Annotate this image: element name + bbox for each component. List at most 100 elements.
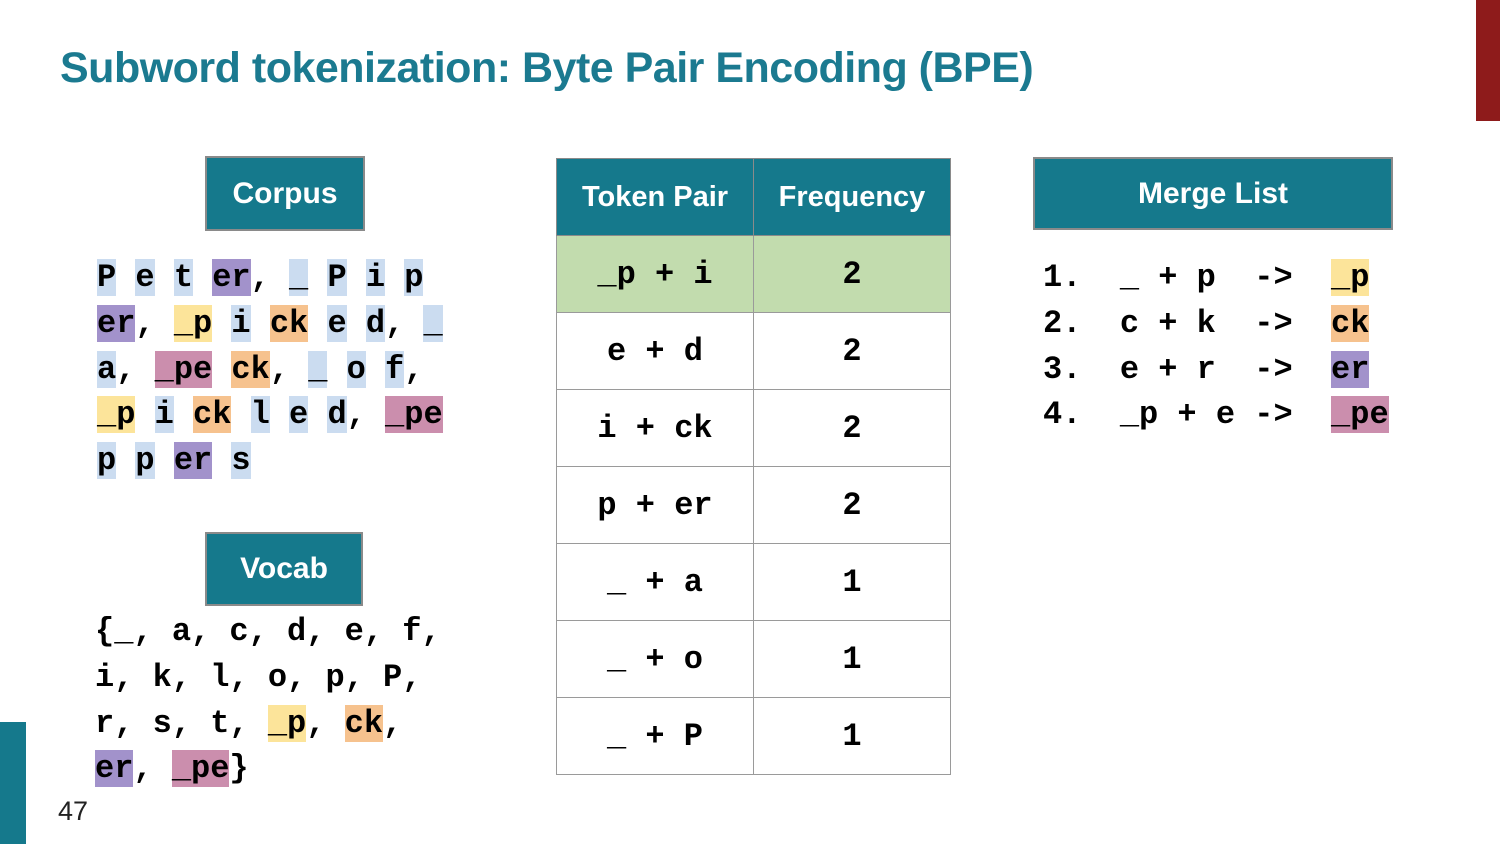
frequency-cell: 1: [753, 620, 951, 698]
token-line: er, _p i ck e d, _: [97, 301, 443, 347]
token-text: [212, 442, 231, 479]
token-text: [308, 396, 327, 433]
token-text: [327, 351, 346, 388]
token-highlight-blue: P: [97, 259, 117, 296]
token-highlight-blue: _: [308, 350, 328, 388]
token-text: {_, a, c, d, e, f,: [95, 613, 441, 650]
token-pair-cell: _p + i: [556, 235, 754, 313]
token-highlight-blue: e: [135, 259, 155, 296]
token-text: [212, 305, 231, 342]
token-line: er, _pe}: [95, 746, 441, 792]
token-highlight-pink: _pe: [1331, 396, 1389, 434]
token-line: P e t er, _ P i p: [97, 255, 443, 301]
token-text: ,: [250, 259, 290, 296]
token-pair-cell: _ + P: [556, 697, 754, 775]
merge-list-label-text: Merge List: [1137, 176, 1289, 210]
token-pair-cell: p + er: [556, 466, 754, 544]
token-line: 1. _ + p -> _p: [1043, 255, 1389, 301]
token-line: i, k, l, o, p, P,: [95, 655, 441, 701]
token-text: 3. e + r ->: [1043, 350, 1332, 388]
token-text: ,: [116, 350, 155, 388]
token-highlight-blue: p: [97, 442, 117, 479]
token-highlight-blue: f: [385, 350, 405, 388]
token-highlight-yellow: _p: [173, 304, 213, 342]
token-highlight-orange: ck: [269, 304, 309, 342]
token-text: ,: [306, 704, 345, 742]
token-highlight-blue: o: [346, 350, 366, 388]
frequency-cell: 2: [753, 312, 951, 390]
token-text: 4. _p + e ->: [1043, 396, 1332, 434]
token-highlight-blue: d: [365, 304, 386, 342]
token-highlight-purple: er: [212, 259, 251, 296]
corpus-label-text: Corpus: [232, 176, 338, 210]
token-text: ,: [383, 704, 403, 742]
token-text: ,: [346, 396, 386, 434]
token-pair-cell: i + ck: [556, 389, 754, 467]
token-highlight-purple: er: [1331, 350, 1370, 388]
token-highlight-yellow: _p: [1331, 259, 1370, 296]
token-line: r, s, t, _p, ck,: [95, 701, 441, 747]
token-text: r, s, t,: [95, 704, 268, 742]
token-highlight-orange: ck: [231, 350, 270, 388]
token-line: {_, a, c, d, e, f,: [95, 609, 441, 655]
token-text: [231, 396, 250, 433]
table-header-cell: Token Pair: [556, 158, 754, 236]
token-text: [347, 259, 366, 296]
frequency-cell: 1: [753, 543, 951, 621]
token-pair-cell: _ + a: [556, 543, 754, 621]
token-text: [270, 396, 289, 433]
token-pair-cell: e + d: [556, 312, 754, 390]
vocab-label: Vocab: [205, 532, 363, 606]
token-highlight-blue: e: [327, 304, 347, 342]
token-line: 2. c + k -> ck: [1043, 301, 1389, 347]
token-highlight-pink: _pe: [385, 396, 443, 434]
slide-title: Subword tokenization: Byte Pair Encoding…: [60, 44, 1034, 92]
token-text: [155, 259, 174, 296]
token-text: ,: [385, 304, 424, 342]
merge-list-label: Merge List: [1033, 157, 1393, 230]
frequency-cell: 1: [753, 697, 951, 775]
token-text: [308, 305, 327, 342]
token-text: i, k, l, o, p, P,: [95, 658, 422, 696]
token-line: 3. e + r -> er: [1043, 347, 1389, 393]
token-text: ,: [133, 750, 172, 788]
token-text: [212, 351, 231, 388]
vocab-text: {_, a, c, d, e, f, i, k, l, o, p, P, r, s,…: [95, 609, 441, 792]
token-line: 4. _p + e -> _pe: [1043, 392, 1389, 438]
frequency-cell: 2: [753, 389, 951, 467]
token-highlight-orange: ck: [193, 396, 232, 434]
token-text: }: [229, 750, 249, 788]
token-text: ,: [135, 304, 174, 342]
token-highlight-yellow: _p: [97, 396, 136, 434]
teal-accent-bar: [0, 722, 26, 844]
token-text: [155, 442, 174, 479]
token-text: [366, 351, 385, 388]
token-text: [385, 259, 404, 296]
token-highlight-pink: _pe: [154, 350, 213, 388]
token-highlight-blue: i: [365, 259, 386, 296]
token-text: [116, 259, 135, 296]
token-text: [251, 305, 270, 342]
token-highlight-blue: a: [97, 350, 117, 388]
token-text: ,: [404, 350, 424, 388]
token-highlight-blue: _: [289, 259, 309, 296]
token-highlight-blue: i: [231, 304, 251, 342]
token-highlight-blue: p: [404, 259, 424, 296]
token-highlight-blue: _: [423, 304, 443, 342]
token-text: [193, 259, 212, 296]
token-highlight-orange: ck: [1331, 304, 1370, 342]
token-highlight-pink: _pe: [171, 750, 230, 788]
token-text: ,: [269, 350, 309, 388]
